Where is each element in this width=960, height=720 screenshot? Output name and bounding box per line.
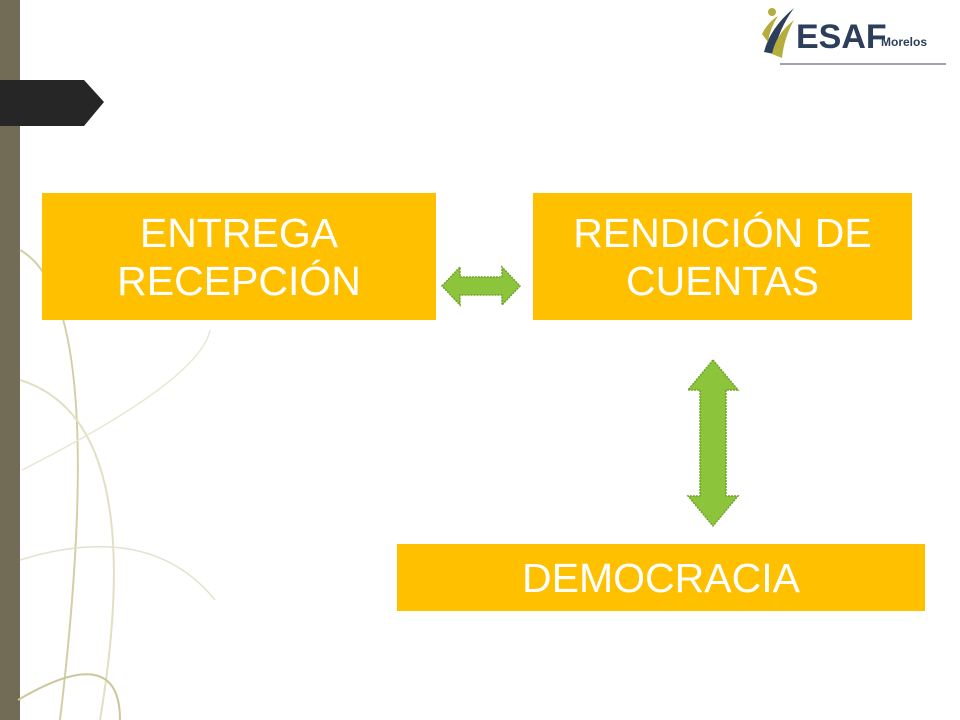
logo-swoosh-icon bbox=[762, 8, 794, 58]
arrow-vertical-bidirectional-icon bbox=[686, 358, 740, 528]
logo-subtitle: Morelos bbox=[881, 35, 928, 49]
node-entrega-line-2: RECEPCIÓN bbox=[117, 257, 361, 304]
arrow-horizontal-bidirectional-icon bbox=[440, 265, 522, 307]
node-democracia-line-1: DEMOCRACIA bbox=[522, 554, 800, 601]
node-rendicion-de-cuentas: RENDICIÓN DE CUENTAS bbox=[533, 193, 912, 320]
sidebar-bar bbox=[0, 0, 20, 720]
logo-wordmark: ESAF bbox=[796, 18, 887, 56]
node-rendicion-line-2: CUENTAS bbox=[626, 257, 819, 304]
node-democracia: DEMOCRACIA bbox=[397, 544, 925, 611]
logo-underline bbox=[780, 63, 946, 65]
node-rendicion-line-1: RENDICIÓN DE bbox=[573, 209, 872, 256]
node-entrega-line-1: ENTREGA bbox=[139, 209, 339, 256]
esaf-logo: ESAF Morelos bbox=[760, 4, 950, 68]
node-entrega-recepcion: ENTREGA RECEPCIÓN bbox=[42, 193, 436, 320]
slide-tab-marker bbox=[0, 80, 104, 126]
